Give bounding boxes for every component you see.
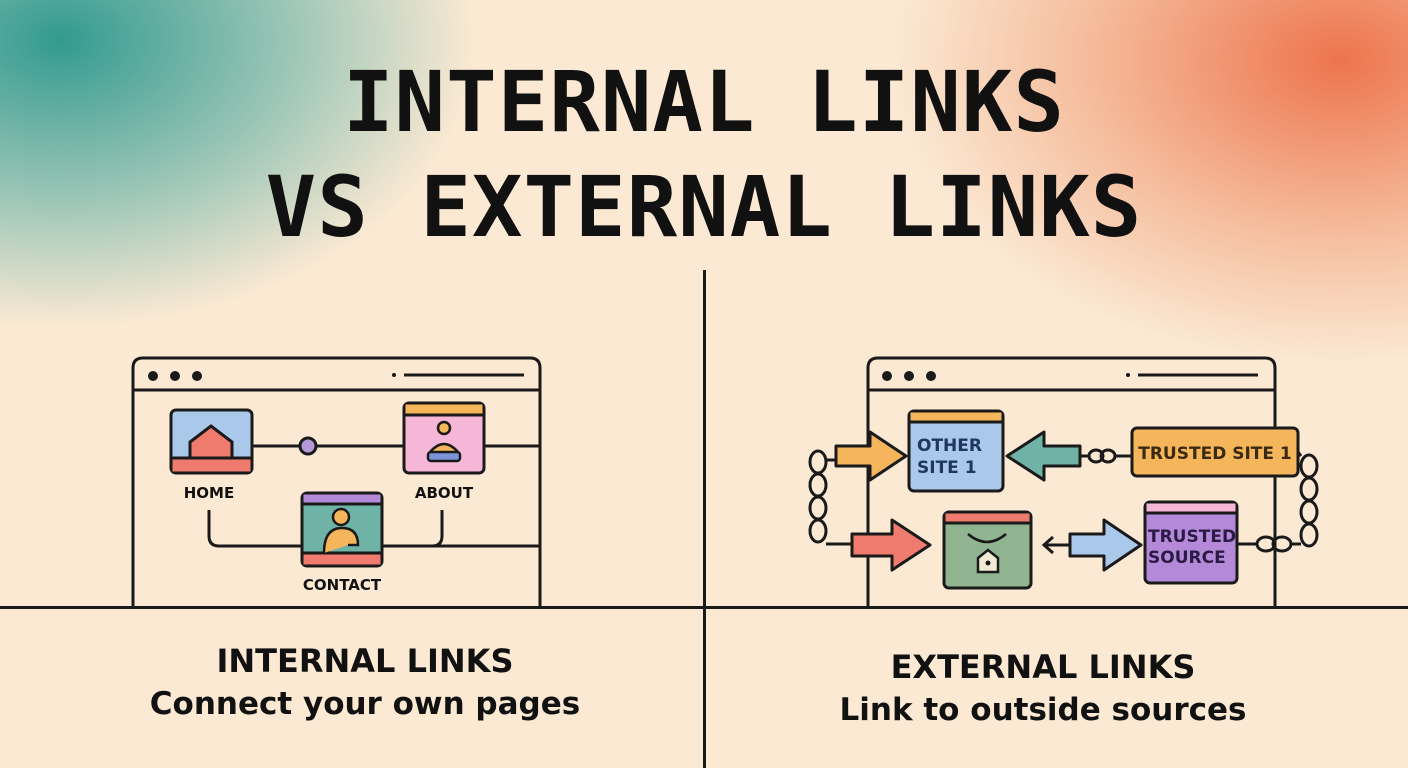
trusted-source-label-line1: TRUSTED [1148,527,1236,547]
trusted-site-label: TRUSTED SITE 1 [1138,444,1292,464]
chain-link-icon [808,449,852,546]
other-site-label-line2: SITE 1 [917,458,977,478]
title-line-1: INTERNAL LINKS [342,53,1065,151]
window-dot-icon [926,371,936,381]
trusted-site-card [1130,426,1300,478]
internal-browser-window [131,356,542,607]
window-dot-icon [170,371,180,381]
arrow-right-icon [850,518,932,572]
about-label: ABOUT [415,484,474,502]
external-caption-title: EXTERNAL LINKS [890,648,1196,686]
internal-caption-subtitle: Connect your own pages [149,686,581,722]
external-browser-window [866,356,1277,607]
contact-label: CONTACT [303,576,382,594]
about-page-card [402,401,486,475]
other-site-card [907,409,1005,493]
ground-line [0,606,1408,609]
title-line-2: VS EXTERNAL LINKS [265,158,1143,256]
arrow-left-icon [1041,535,1070,555]
contact-page-card [300,491,384,568]
linked-page-card [942,510,1033,590]
arrow-right-icon [1068,518,1143,572]
window-dot-icon [904,371,914,381]
link-node-icon [298,436,318,456]
center-divider [703,270,706,768]
house-icon [188,424,234,460]
home-label: HOME [184,484,234,502]
trusted-source-label-line2: SOURCE [1148,548,1226,568]
internal-caption-title: INTERNAL LINKS [216,642,514,680]
other-site-label-line1: OTHER [917,436,982,456]
contact-person-icon [322,507,360,554]
external-caption-subtitle: Link to outside sources [839,692,1247,728]
home-page-card [169,408,254,475]
window-dot-icon [192,371,202,381]
arrow-right-icon [834,430,908,482]
chain-link-icon [1080,448,1132,464]
arrow-left-icon [1005,430,1082,482]
trusted-source-card [1143,500,1239,585]
window-dot-icon [882,371,892,381]
chain-link-icon [1237,451,1319,553]
person-icon [426,420,462,463]
internal-connectors [207,444,540,548]
window-dot-icon [148,371,158,381]
